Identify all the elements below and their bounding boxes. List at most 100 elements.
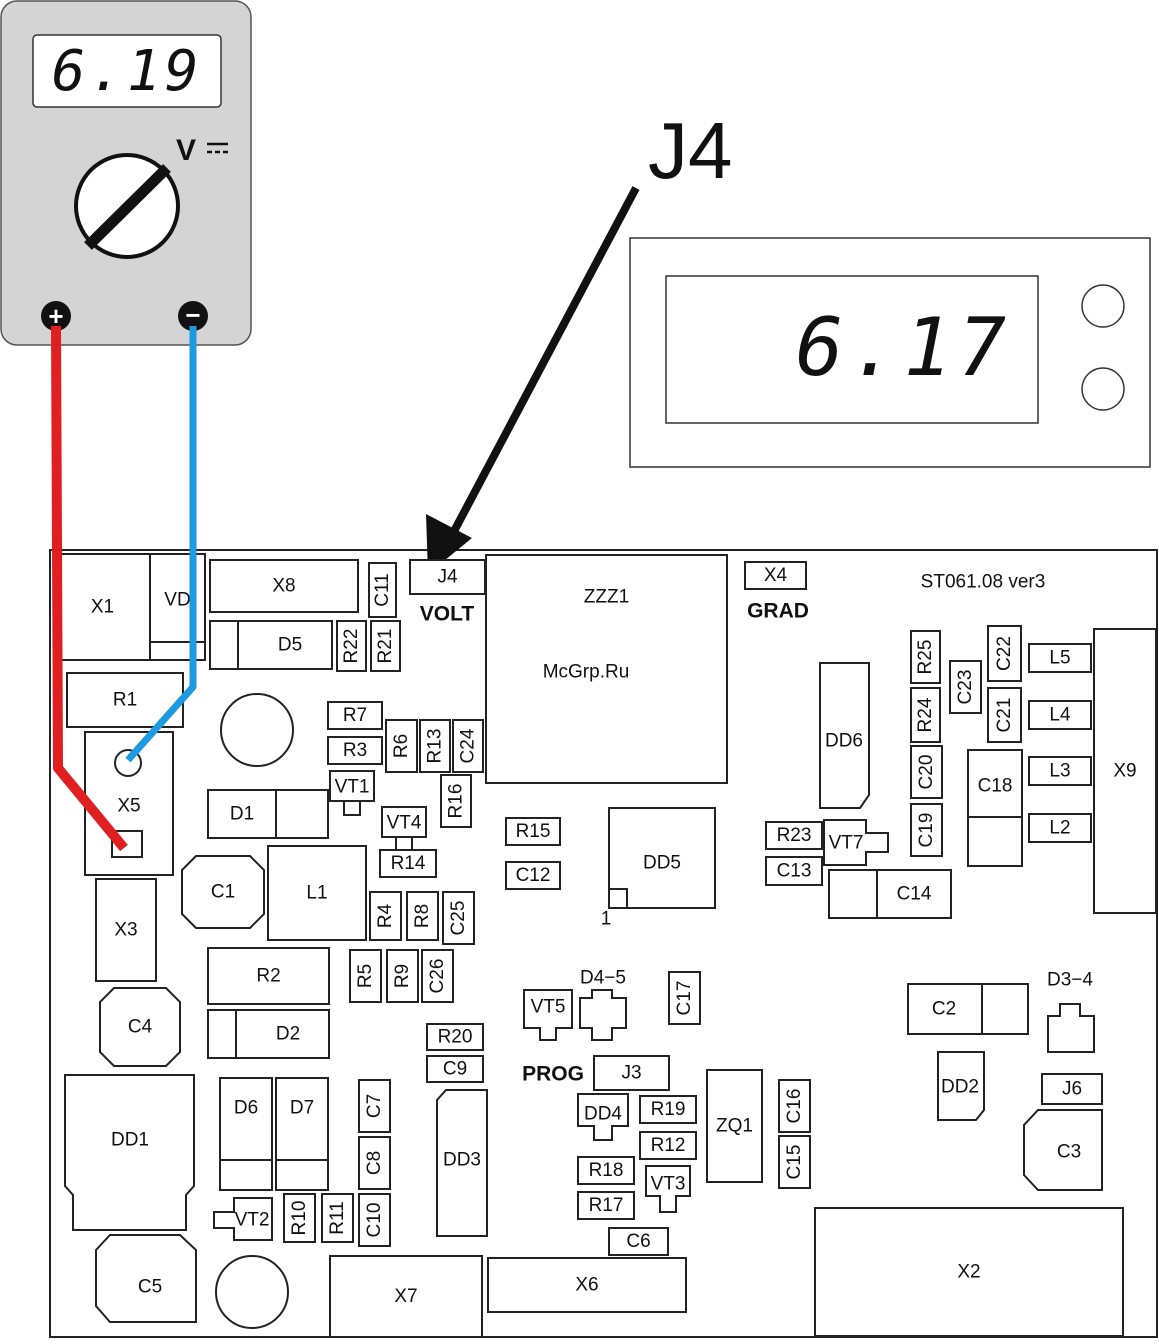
component-r13: R13 [419,719,451,773]
part-label: R14 [391,853,426,874]
component-c16: C16 [778,1079,811,1133]
component-body [487,1257,687,1313]
part-label: X2 [957,1262,980,1283]
component-body [828,869,952,919]
component-c14: C14 [828,869,952,919]
silk-d4-5-label: D4−5 [580,968,626,989]
component-c15: C15 [778,1135,811,1189]
component-r9: R9 [386,949,419,1003]
part-label: X1 [91,597,114,618]
component-vt1: VT1 [329,770,375,816]
component-d1: D1 [207,789,329,839]
component-body [778,1079,811,1133]
part-label: C23 [955,670,976,705]
component-body [765,856,823,886]
component-r15: R15 [505,817,561,846]
part-label: D7 [290,1098,314,1119]
part-label: C10 [364,1203,385,1238]
component-dd6 [819,662,870,809]
part-label: C13 [777,861,812,882]
component-r24: R24 [910,687,941,743]
part-label: C14 [897,884,932,905]
component-r5: R5 [349,949,382,1003]
pin1-marker [608,888,628,909]
component-body [744,561,807,590]
board-title: ST061.08 ver3 [921,572,1046,593]
component-r17: R17 [577,1191,635,1220]
component-body [668,971,701,1025]
component-body [327,701,383,730]
part-label: C15 [784,1145,805,1180]
panel-button-bottom[interactable] [1081,367,1125,411]
component-r2: R2 [207,947,330,1005]
selector-dial-icon[interactable] [74,153,180,259]
component-x8: X8 [209,559,359,613]
callout-arrow-icon [426,186,640,574]
component-r11: R11 [321,1193,354,1243]
part-label: L2 [1049,818,1070,839]
part-label: X6 [575,1275,598,1296]
component-x1: X1 [54,553,151,661]
part-label: C24 [458,728,479,763]
part-label: L4 [1049,705,1071,726]
component-body [358,1136,391,1190]
component-body [987,687,1022,743]
component-l3: L3 [1028,756,1092,786]
component-body [706,1069,763,1183]
part-label: C16 [784,1089,805,1124]
watermark-text: McGrp.Ru [543,662,630,683]
minus-terminal-label: − [185,300,200,330]
component-vt3 [645,1165,691,1213]
part-label: C12 [516,865,551,886]
part-label: X8 [272,576,295,597]
component-body [440,774,472,828]
part-label: C8 [364,1151,385,1175]
part-label: C25 [448,901,469,936]
component-body [369,891,402,941]
part-label: C2 [932,999,956,1020]
plus-terminal-label: + [48,301,63,331]
component-body [329,770,375,802]
part-label: C21 [994,698,1015,733]
component-r21: R21 [370,620,401,672]
pin1-label: 1 [601,909,612,930]
multimeter-reading: 6.19 [52,39,203,104]
silk-d3-4-label: D3−4 [1047,970,1093,991]
component-r18: R18 [577,1156,635,1185]
probe-wires [51,325,197,852]
component-body [910,803,943,857]
component-c26: C26 [421,949,454,1003]
silk-prog-label: PROG [522,1063,584,1086]
part-label: R15 [516,821,551,842]
part-label: C5 [138,1277,162,1298]
component-zzz1: ZZZ1 [485,554,728,784]
component-c10: C10 [358,1193,391,1247]
silk-volt-label: VOLT [420,603,475,626]
minus-terminal[interactable]: − [178,300,208,331]
component-body [577,1156,635,1185]
panel-button-top[interactable] [1081,284,1125,328]
part-label: R1 [113,690,137,711]
panel-reading: 6.17 [795,301,1012,394]
component-r22: R22 [336,620,367,672]
part-label: C7 [364,1094,385,1118]
component-r3: R3 [327,736,383,765]
component-body [426,1023,484,1051]
component-l5: L5 [1028,643,1092,673]
component-body [421,949,454,1003]
part-label: R23 [777,825,812,846]
component-body [336,620,367,672]
component-c5 [95,1234,197,1323]
plus-terminal[interactable]: + [41,301,71,331]
part-label: VT4 [387,813,422,834]
component-dd3 [436,1089,488,1237]
part-label: DD3 [443,1150,481,1171]
part-label: R25 [915,640,936,675]
part-label: J4 [437,567,458,588]
component-j3: J3 [593,1055,670,1091]
part-label: C20 [916,755,937,790]
component-c11: C11 [368,562,397,618]
part-label: ZZZ1 [584,587,629,608]
component-body [275,1077,329,1191]
component-r10: R10 [283,1193,316,1243]
